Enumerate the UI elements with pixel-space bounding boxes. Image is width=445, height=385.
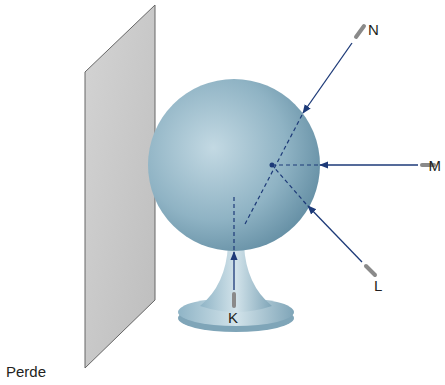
- ray-label: N: [368, 22, 379, 37]
- ray-label: L: [374, 278, 382, 293]
- rays: [234, 43, 418, 290]
- light-sources: [234, 26, 434, 306]
- sphere: [148, 79, 320, 251]
- ray-label: M: [429, 158, 442, 173]
- screen-label: Perde: [6, 364, 46, 379]
- screen: [85, 5, 155, 368]
- inner-rays: [234, 115, 318, 250]
- stand: [178, 245, 294, 332]
- ray-label: K: [228, 310, 238, 325]
